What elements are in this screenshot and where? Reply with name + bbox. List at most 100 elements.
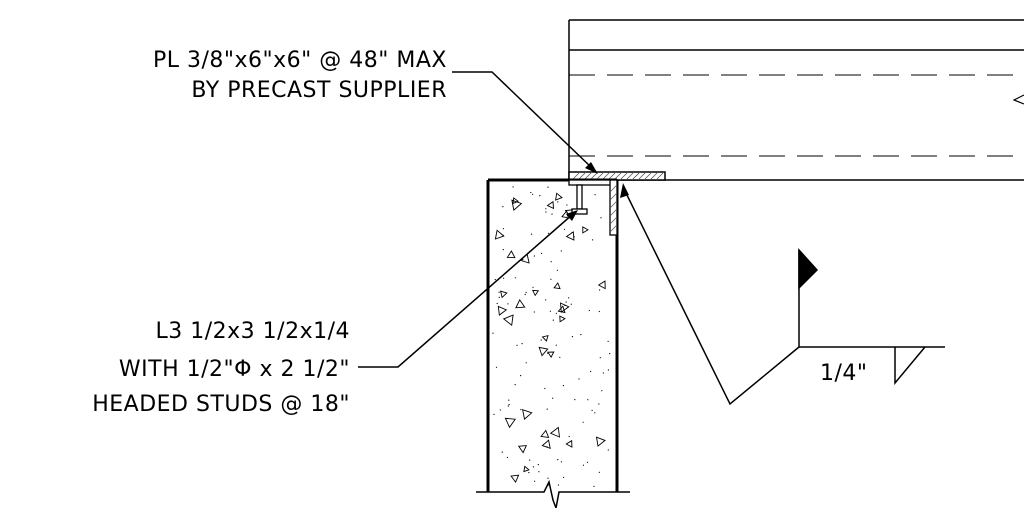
- aggregate-mark: [497, 305, 508, 316]
- sand-dot: [557, 459, 559, 461]
- sand-dot: [545, 208, 547, 210]
- sand-dot: [564, 304, 566, 306]
- sand-dot: [540, 339, 542, 341]
- sand-dot: [547, 232, 550, 234]
- sand-dot: [525, 362, 527, 364]
- sand-dot: [533, 311, 535, 313]
- sand-dot: [520, 375, 522, 377]
- aggregate-mark: [515, 299, 526, 309]
- sand-dot: [508, 399, 510, 401]
- sand-dot: [521, 343, 523, 345]
- sand-dot: [560, 461, 563, 463]
- sand-dot: [592, 239, 594, 241]
- sand-dot: [532, 466, 535, 468]
- precast-beam: [568, 19, 1024, 181]
- aggregate-mark: [517, 445, 528, 454]
- sand-dot: [548, 484, 550, 486]
- sand-dot: [538, 471, 540, 473]
- sand-dot: [530, 233, 533, 235]
- sand-dot: [570, 303, 572, 305]
- sand-dot: [502, 234, 504, 236]
- aggregate-mark: [565, 231, 575, 241]
- sand-dot: [551, 213, 553, 215]
- aggregate-mark: [531, 289, 540, 297]
- steel-angle: [568, 179, 618, 236]
- aggregate-mark: [522, 409, 533, 420]
- aggregate-mark: [523, 465, 530, 473]
- aggregate-mark: [502, 314, 514, 327]
- weld-symbol: [620, 183, 945, 406]
- sand-dot: [493, 413, 495, 415]
- sand-dot: [556, 269, 559, 271]
- aggregate-mark: [494, 229, 505, 240]
- sand-dot: [607, 340, 609, 342]
- sand-dot: [594, 194, 596, 196]
- angle-leader: [358, 210, 578, 368]
- sand-dot: [609, 353, 611, 355]
- sand-dot: [563, 476, 565, 478]
- sand-dot: [590, 370, 592, 373]
- sand-dot: [568, 297, 570, 299]
- aggregate-mark: [553, 282, 561, 290]
- aggregate-mark: [547, 351, 555, 358]
- sand-dot: [525, 291, 527, 294]
- weld-leader: [622, 186, 800, 406]
- sand-dot: [552, 319, 554, 321]
- sand-dot: [587, 399, 589, 401]
- aggregate-mark: [555, 192, 563, 201]
- sand-dot: [530, 191, 532, 194]
- sand-dot: [573, 236, 575, 238]
- weld-arrowhead: [620, 183, 629, 198]
- sand-dot: [495, 366, 498, 368]
- aggregate-mark: [546, 200, 555, 210]
- sand-dot: [601, 390, 603, 392]
- sand-dot: [544, 387, 546, 390]
- sand-dot: [582, 421, 584, 423]
- aggregate-mark: [559, 315, 566, 323]
- sand-dot: [588, 309, 590, 312]
- aggregate-mark: [597, 280, 606, 290]
- sand-dot: [598, 310, 600, 313]
- aggregate-mark: [512, 197, 519, 205]
- sand-dot: [508, 404, 510, 406]
- sand-dot: [512, 186, 514, 188]
- beam-section-mark: [1012, 94, 1024, 105]
- sand-dot: [602, 372, 605, 374]
- sand-dot: [598, 471, 601, 473]
- sand-dot: [502, 228, 504, 230]
- sand-dot: [545, 299, 547, 301]
- sand-dot: [557, 484, 560, 486]
- angle-hatch: [609, 184, 618, 233]
- aggregate-mark: [549, 426, 561, 438]
- sand-dot: [598, 403, 600, 405]
- sand-dot: [501, 451, 503, 453]
- plate-leader: [452, 71, 598, 174]
- sand-dot: [546, 408, 548, 410]
- sand-dot: [571, 336, 574, 338]
- sand-dot: [545, 211, 547, 213]
- sand-dot: [565, 301, 567, 303]
- angle-callout-line1: L3 1/2x3 1/2x1/4: [156, 319, 351, 344]
- sand-dot: [555, 344, 557, 346]
- sand-dot: [502, 249, 504, 251]
- angle-vertical-leg: [609, 179, 618, 236]
- concrete-wall: [476, 178, 630, 508]
- sand-dot: [578, 378, 580, 380]
- sand-dot: [599, 357, 601, 359]
- sand-dot: [562, 385, 565, 387]
- aggregate-mark: [541, 439, 551, 449]
- sand-dot: [582, 464, 585, 466]
- sand-dot: [520, 408, 522, 411]
- sand-dot: [532, 286, 534, 288]
- angle-callout-line2: WITH 1/2"Φ x 2 1/2": [119, 357, 350, 382]
- concrete-stipple: [492, 186, 611, 487]
- sand-dot: [557, 201, 559, 203]
- sand-dot: [560, 250, 562, 252]
- sand-dot: [516, 344, 518, 346]
- sand-dot: [599, 289, 601, 291]
- aggregate-mark: [538, 346, 549, 357]
- sand-dot: [547, 477, 549, 479]
- aggregate-mark: [595, 436, 606, 447]
